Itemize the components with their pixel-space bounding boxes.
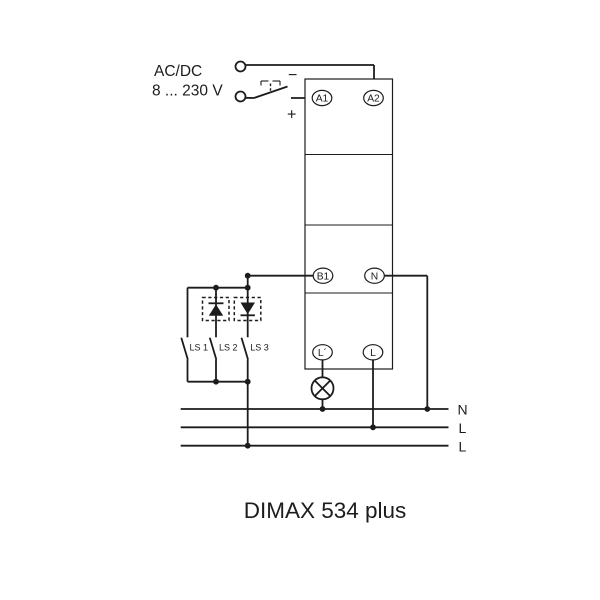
diode-dashed-box [201,296,230,322]
supply-terminal-bottom [234,90,247,103]
device-body [304,78,394,370]
minus-sign-label: − [288,67,297,84]
diode-dashed-box [233,296,262,322]
ls1-label: LS 1 [190,343,209,353]
diagram-title: DIMAX 534 plus [244,498,407,523]
supply-type-label: AC/DC [154,63,202,80]
terminal-l: L [362,344,384,361]
supply-labels: AC/DC 8 ... 230 V − + [152,63,297,124]
terminal-a2: A2 [363,89,384,107]
pushbutton-network: LS 1 LS 2 LS 3 [180,275,269,446]
bus-label-n: N [458,402,468,418]
supply-voltage-label: 8 ... 230 V [152,83,223,100]
terminal-a1: A1 [311,89,333,107]
ls3-blade [240,337,249,360]
bus-label-l2: L [459,439,467,455]
junction-dot [244,284,251,291]
terminal-n-label: N [371,271,378,282]
terminal-n: N [364,267,385,284]
mains-bus-lines: N L L [180,402,468,455]
push-button-switch-icon [253,80,288,99]
junction-dots [213,272,431,449]
diode-triangle [208,304,224,316]
junction-dot [244,442,251,449]
junction-dot [424,406,431,412]
device-outline [304,78,394,370]
terminal-l-label: L [370,348,376,359]
ls2-label: LS 2 [219,343,238,353]
junction-dot [370,424,376,431]
supply-circuit [234,60,375,103]
terminal-l-prime: L´ [312,344,333,361]
ls2-blade [208,337,218,360]
diode-triangle [240,302,255,315]
terminal-b1: B1 [312,267,334,284]
diode-cathode-down-icon [233,296,262,322]
junction-dot [319,406,326,412]
lamp-cross-2 [314,379,331,397]
terminal-a2-label: A2 [367,94,380,105]
device-terminals: A1 A2 B1 N L´ L [311,89,385,361]
ls1-blade [180,337,189,360]
supply-terminal-top [234,60,247,73]
plus-sign-label: + [287,107,296,124]
diode-cathode-up-icon [201,296,230,322]
lamp-icon [310,376,335,401]
terminal-b1-label: B1 [317,271,330,282]
lamp-circle [310,376,335,401]
junction-dot [213,378,219,385]
bus-label-l1: L [459,420,467,436]
terminal-a1-label: A1 [316,94,329,105]
terminal-l-prime-label: L´ [318,347,327,359]
junction-dot [213,284,219,291]
junction-dot [244,378,251,385]
switch-blade [253,85,288,99]
junction-dot [244,272,251,279]
ls3-label: LS 3 [250,343,269,353]
